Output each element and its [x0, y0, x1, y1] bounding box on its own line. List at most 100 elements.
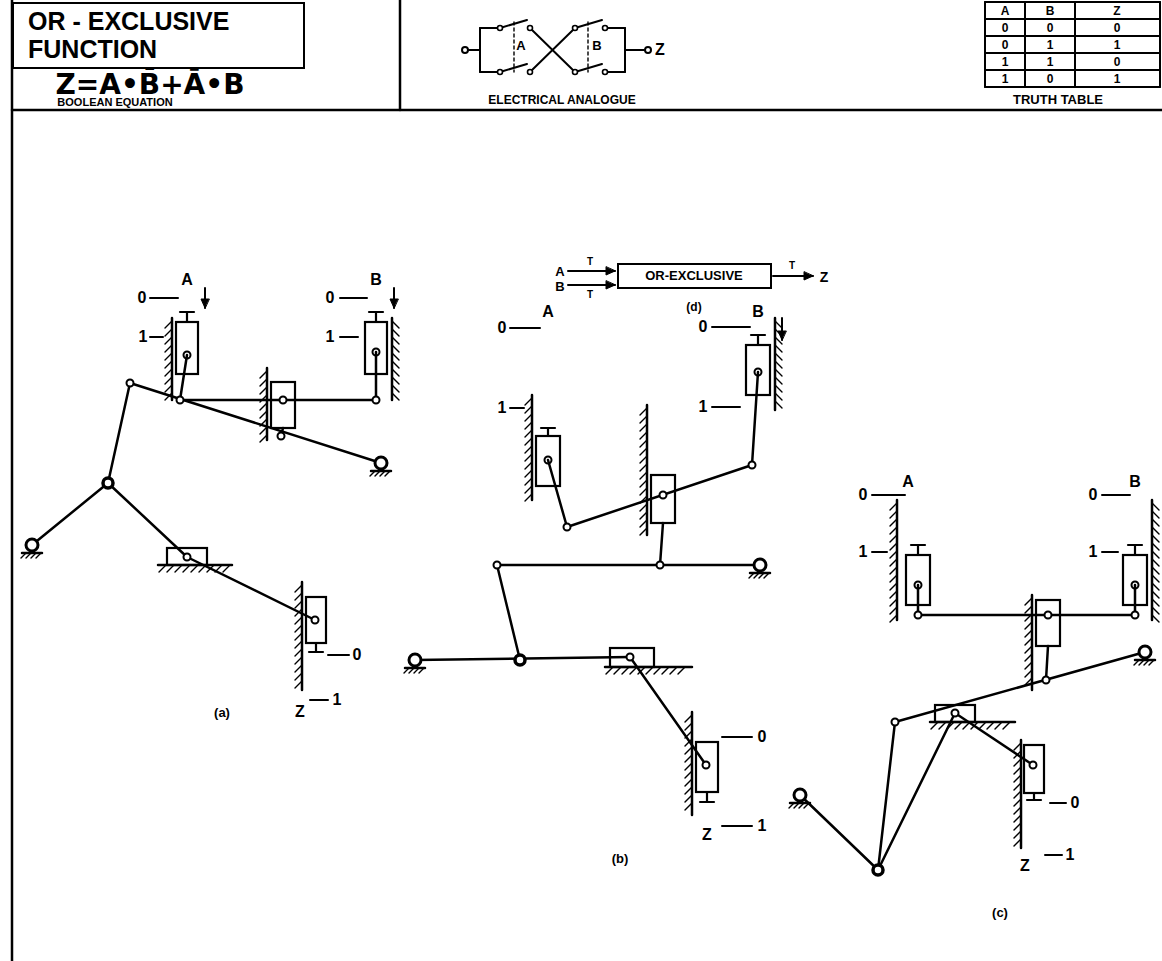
- link-bar: [800, 795, 878, 870]
- wall-hatch: [295, 657, 302, 664]
- ground-hatch: [1149, 660, 1154, 665]
- wall-hatch: [1152, 615, 1159, 622]
- wall-hatch: [295, 609, 302, 616]
- wall-hatch: [685, 747, 692, 754]
- wall-hatch: [890, 551, 897, 558]
- wall-hatch: [640, 496, 647, 503]
- arrow-head: [804, 272, 813, 280]
- slider-rod: [375, 312, 377, 322]
- link-bar: [108, 383, 130, 483]
- pin-joint: [278, 433, 285, 440]
- wall-hatch: [1025, 598, 1032, 605]
- wall-hatch: [1152, 591, 1159, 598]
- wall-hatch: [295, 625, 302, 632]
- table-rule: [1074, 2, 1076, 87]
- ground-hatch: [36, 553, 41, 558]
- switch-contact: [498, 26, 503, 31]
- arrow-head: [778, 331, 786, 340]
- pin-joint: [1043, 677, 1050, 684]
- level-mark: 1: [498, 400, 507, 416]
- wall-hatch: [1014, 823, 1021, 830]
- switch-contact: [603, 26, 608, 31]
- wall-hatch: [775, 353, 782, 360]
- wall-hatch: [525, 438, 532, 445]
- wall-hatch: [640, 504, 647, 511]
- wall-hatch: [165, 377, 172, 384]
- wall-hatch: [979, 722, 986, 729]
- terminal: [462, 47, 468, 53]
- wall-hatch: [640, 432, 647, 439]
- pin-joint: [1030, 762, 1037, 769]
- wall-hatch: [640, 416, 647, 423]
- link-bar: [180, 355, 187, 400]
- wall-hatch: [165, 353, 172, 360]
- slider-rod: [186, 312, 188, 322]
- level-tick: [510, 407, 524, 409]
- figure-caption: TRUTH TABLE: [1013, 93, 1103, 106]
- level-tick: [712, 406, 740, 408]
- table-cell: 1: [1047, 39, 1054, 51]
- link-bar: [497, 564, 760, 567]
- pin-joint: [703, 762, 710, 769]
- wall-hatch: [525, 462, 532, 469]
- ground-hatch: [21, 553, 26, 558]
- output-label: Z: [655, 42, 665, 58]
- wall-hatch: [525, 494, 532, 501]
- link-bar: [752, 372, 758, 465]
- signal-name: A: [555, 265, 564, 278]
- link-bar: [1046, 646, 1048, 680]
- wall-hatch: [165, 361, 172, 368]
- table-cell: 1: [1002, 56, 1009, 68]
- wall-hatch: [685, 731, 692, 738]
- wall-hatch: [165, 385, 172, 392]
- wall-hatch: [525, 446, 532, 453]
- level-tick: [872, 494, 905, 496]
- slider-rod: [547, 428, 549, 436]
- signal-name: Z: [820, 270, 829, 284]
- wall-hatch: [775, 377, 782, 384]
- wall-hatch: [640, 480, 647, 487]
- level-tick: [1045, 854, 1062, 856]
- wall-hatch: [685, 755, 692, 762]
- rod-cap: [751, 334, 765, 336]
- level-tick: [1102, 494, 1130, 496]
- pin-joint: [373, 397, 380, 404]
- pin-joint: [892, 719, 899, 726]
- table-rule: [985, 1, 1160, 3]
- ground-hatch: [759, 573, 764, 578]
- level-tick: [340, 297, 367, 299]
- switch-contact: [528, 70, 533, 75]
- wall-hatch: [685, 723, 692, 730]
- ground-hatch: [764, 573, 769, 578]
- wall-hatch: [1025, 606, 1032, 613]
- signal-type: T: [789, 261, 795, 271]
- ground-pivot: [409, 654, 421, 666]
- ground-pivot: [26, 539, 38, 551]
- wall-hatch: [392, 369, 399, 376]
- wall-hatch: [1025, 662, 1032, 669]
- wall-hatch: [685, 787, 692, 794]
- ground-pivot: [794, 789, 806, 801]
- table-header: Z: [1113, 5, 1120, 17]
- equation-caption: BOOLEAN EQUATION: [57, 97, 172, 108]
- wall-hatch: [640, 488, 647, 495]
- level-tick: [150, 297, 178, 299]
- slider-block: [306, 597, 326, 643]
- ground-hatch: [404, 668, 409, 673]
- input-name: A: [902, 474, 914, 490]
- wall-hatch: [890, 575, 897, 582]
- level-mark: 1: [1089, 544, 1098, 560]
- switch-contact: [498, 70, 503, 75]
- function-block: OR-EXCLUSIVE: [617, 263, 772, 289]
- pin-joint: [660, 492, 667, 499]
- link-bar: [918, 614, 1135, 617]
- ground-hatch: [31, 553, 36, 558]
- table-rule: [985, 35, 1160, 37]
- wall-hatch: [640, 448, 647, 455]
- table-cell: 1: [1114, 73, 1121, 85]
- table-cell: 0: [1047, 22, 1054, 34]
- pin-joint: [312, 617, 319, 624]
- pin-joint: [915, 612, 922, 619]
- table-header: B: [1046, 5, 1055, 17]
